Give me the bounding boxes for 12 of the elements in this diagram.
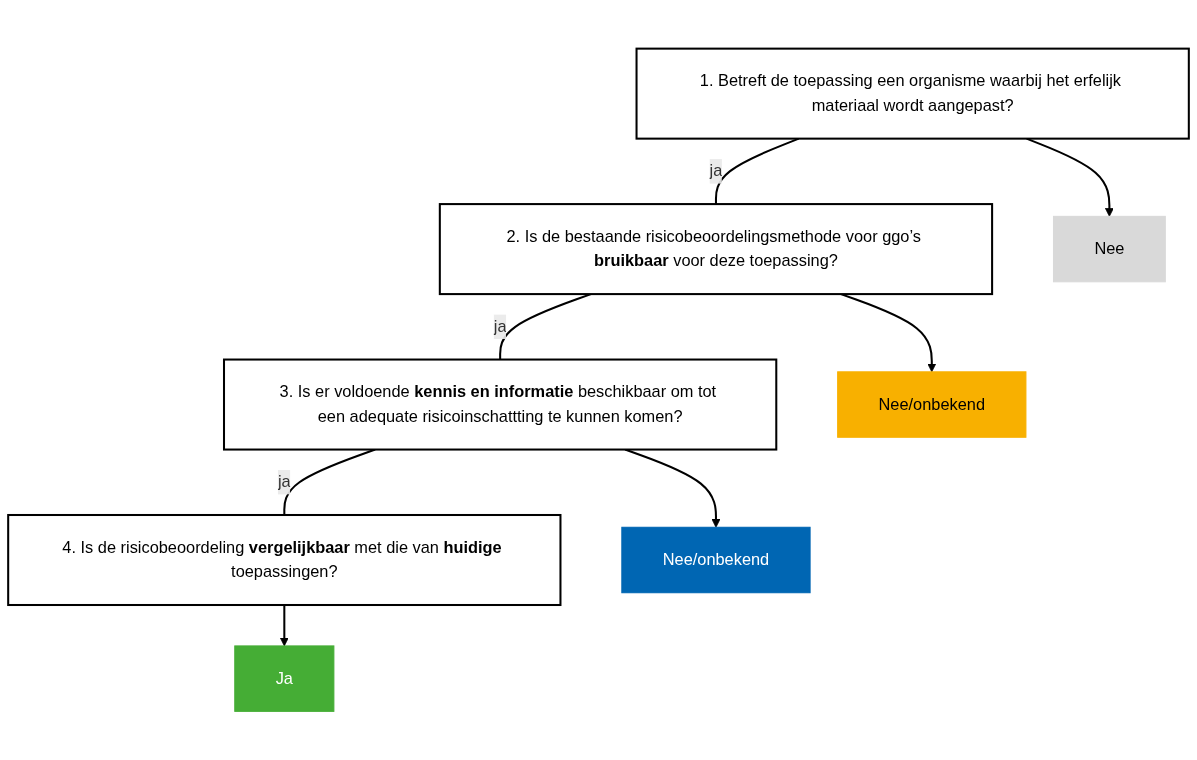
edge-label: ja <box>493 317 507 335</box>
node-box: 2. Is de bestaande risicobeoordelingsmethode voor ggo’s bruikbaar voor deze toepassing? <box>438 203 994 296</box>
node-box: 3. Is er voldoende kennis en informatie beschikbaar om tot een adequate risicoinschattting te kunnen komen? <box>222 358 778 451</box>
node-box: 1. Betreft de toepassing een organisme waarbij het erfelijk materiaal wordt aangepast? <box>635 47 1190 140</box>
node-box: Nee <box>1052 215 1166 283</box>
node-box: 4. Is de risicobeoordeling vergelijkbaar met die van huidige toepassingen? <box>7 513 562 607</box>
node-box: Ja <box>234 645 335 712</box>
node-box: Nee/onbekend <box>621 526 811 594</box>
edge-label: ja <box>277 473 291 491</box>
node-box: Nee/onbekend <box>837 371 1027 438</box>
edge-label: ja <box>709 162 723 180</box>
arrow <box>279 605 289 647</box>
